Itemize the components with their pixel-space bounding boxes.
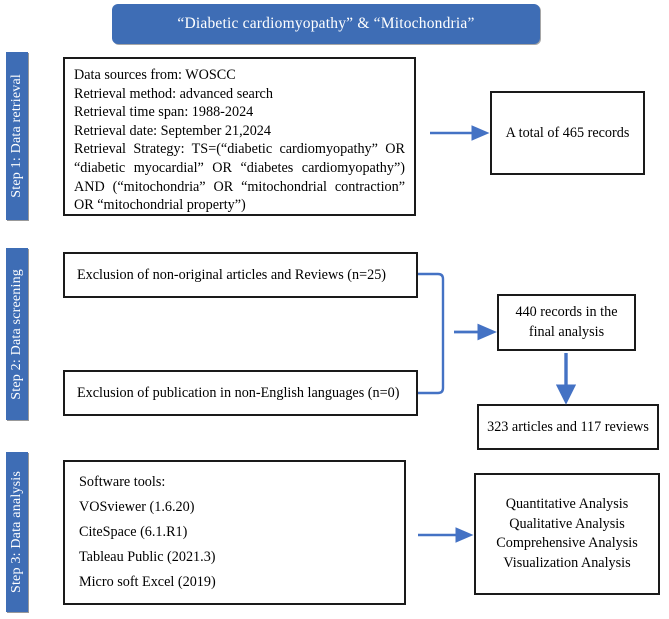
- step-bar-step1: Step 1: Data retrieval: [6, 52, 28, 220]
- software-line-2: VOSviewer (1.6.20): [79, 499, 195, 515]
- analysis-types-box: Quantitative Analysis Qualitative Analys…: [474, 473, 660, 595]
- retrieval-line-3: Retrieval time span: 1988-2024: [74, 104, 254, 121]
- exclusion-non-original-box: Exclusion of non-original articles and R…: [63, 252, 418, 298]
- retrieval-details-text: Data sources from: WOSCC Retrieval metho…: [65, 59, 414, 219]
- software-tools-box: Software tools: VOSviewer (1.6.20) CiteS…: [63, 460, 406, 605]
- analysis-type-line-3: Comprehensive Analysis: [496, 535, 638, 551]
- software-line-1: Software tools:: [79, 474, 166, 490]
- final-analysis-line-1: 440 records in the: [515, 304, 618, 320]
- total-records-box: A total of 465 records: [490, 91, 645, 175]
- retrieval-details-box: Data sources from: WOSCC Retrieval metho…: [63, 57, 416, 216]
- articles-reviews-breakdown-text: 323 articles and 117 reviews: [487, 418, 649, 435]
- analysis-type-line-1: Quantitative Analysis: [505, 496, 629, 512]
- articles-reviews-breakdown-box: 323 articles and 117 reviews: [477, 404, 659, 450]
- exclusion-non-english-box: Exclusion of publication in non-English …: [63, 370, 418, 416]
- chart-title-text: “Diabetic cardiomyopathy” & “Mitochondri…: [177, 15, 475, 32]
- bracket-exclusions-merge: [418, 272, 445, 395]
- software-line-5: Micro soft Excel (2019): [79, 574, 216, 590]
- software-line-3: CiteSpace (6.1.R1): [79, 524, 188, 540]
- exclusion-non-original-text: Exclusion of non-original articles and R…: [77, 266, 387, 283]
- step-bar-label-step3: Step 3: Data analysis: [9, 470, 24, 593]
- total-records-text: A total of 465 records: [505, 124, 630, 141]
- analysis-type-line-2: Qualitative Analysis: [509, 515, 625, 532]
- chart-title-banner: “Diabetic cardiomyopathy” & “Mitochondri…: [112, 4, 540, 44]
- retrieval-line-5: Retrieval Strategy: TS=(“diabetic cardio…: [74, 141, 405, 214]
- retrieval-line-4: Retrieval date: September 21,2024: [74, 122, 271, 139]
- exclusion-non-english-text: Exclusion of publication in non-English …: [77, 384, 400, 401]
- software-tools-text: Software tools: VOSviewer (1.6.20) CiteS…: [65, 462, 404, 603]
- step-bar-step3: Step 3: Data analysis: [6, 452, 28, 612]
- software-line-4: Tableau Public (2021.3): [79, 549, 216, 565]
- step-bar-step2: Step 2: Data screening: [6, 248, 28, 420]
- analysis-type-line-4: Visualization Analysis: [503, 554, 631, 571]
- final-analysis-line-2: final analysis: [528, 323, 605, 340]
- step-bar-label-step2: Step 2: Data screening: [9, 268, 24, 400]
- retrieval-line-2: Retrieval method: advanced search: [74, 85, 273, 102]
- retrieval-line-1: Data sources from: WOSCC: [74, 67, 236, 83]
- final-analysis-box: 440 records in the final analysis: [497, 294, 636, 351]
- step-bar-label-step1: Step 1: Data retrieval: [9, 74, 24, 198]
